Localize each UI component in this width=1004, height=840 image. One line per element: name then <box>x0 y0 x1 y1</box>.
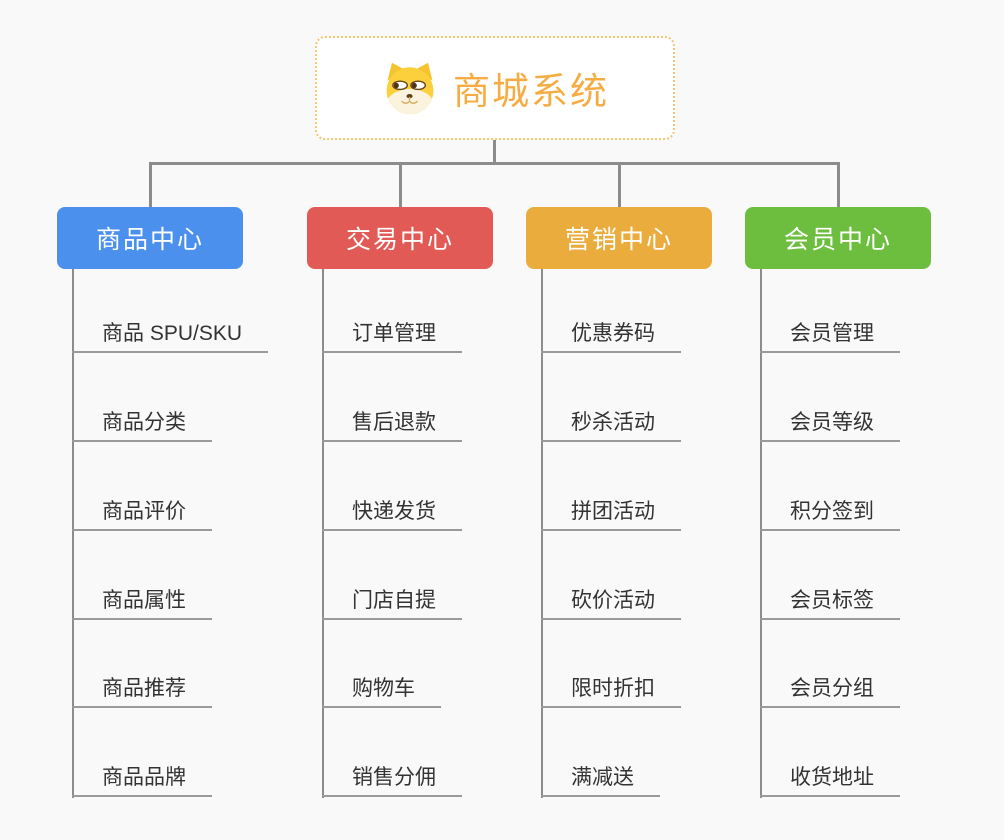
leaf-node[interactable]: 优惠券码 <box>541 319 681 353</box>
leaf-node[interactable]: 秒杀活动 <box>541 408 681 442</box>
connector-horizontal-bus <box>148 162 840 165</box>
leaf-node[interactable]: 商品分类 <box>72 408 212 442</box>
connector-column-line <box>72 269 74 798</box>
leaf-node[interactable]: 商品评价 <box>72 497 212 531</box>
leaf-node[interactable]: 销售分佣 <box>322 763 462 797</box>
connector-column-line <box>541 269 543 798</box>
leaf-node[interactable]: 积分签到 <box>760 497 900 531</box>
leaf-node[interactable]: 售后退款 <box>322 408 462 442</box>
leaf-node[interactable]: 商品属性 <box>72 586 212 620</box>
connector-column-line <box>322 269 324 798</box>
leaf-node[interactable]: 快递发货 <box>322 497 462 531</box>
leaf-node[interactable]: 砍价活动 <box>541 586 681 620</box>
leaf-node[interactable]: 会员等级 <box>760 408 900 442</box>
leaf-node[interactable]: 订单管理 <box>322 319 462 353</box>
leaf-node[interactable]: 会员管理 <box>760 319 900 353</box>
connector-drop <box>617 162 621 208</box>
leaf-node[interactable]: 收货地址 <box>760 763 900 797</box>
leaf-node[interactable]: 商品推荐 <box>72 674 212 708</box>
leaf-node[interactable]: 门店自提 <box>322 586 462 620</box>
connector-drop <box>836 162 840 208</box>
connector-column-line <box>760 269 762 798</box>
leaf-node[interactable]: 商品 SPU/SKU <box>72 319 269 353</box>
branch-marketing-center[interactable]: 营销中心 <box>526 207 712 269</box>
connector-root-stem <box>493 139 496 165</box>
root-title: 商城系统 <box>453 71 609 112</box>
shiba-dog-icon <box>386 62 434 115</box>
leaf-node[interactable]: 限时折扣 <box>541 674 681 708</box>
leaf-node[interactable]: 会员标签 <box>760 586 900 620</box>
leaf-node[interactable]: 购物车 <box>322 674 441 708</box>
branch-product-center[interactable]: 商品中心 <box>57 207 243 269</box>
leaf-node[interactable]: 满减送 <box>541 763 660 797</box>
branch-member-center[interactable]: 会员中心 <box>745 207 931 269</box>
connector-drop <box>148 162 152 208</box>
leaf-node[interactable]: 拼团活动 <box>541 497 681 531</box>
leaf-node[interactable]: 会员分组 <box>760 674 900 708</box>
leaf-node[interactable]: 商品品牌 <box>72 763 212 797</box>
branch-trade-center[interactable]: 交易中心 <box>307 207 493 269</box>
connector-drop <box>398 162 402 208</box>
root-node[interactable]: 商城系统 <box>315 36 675 140</box>
